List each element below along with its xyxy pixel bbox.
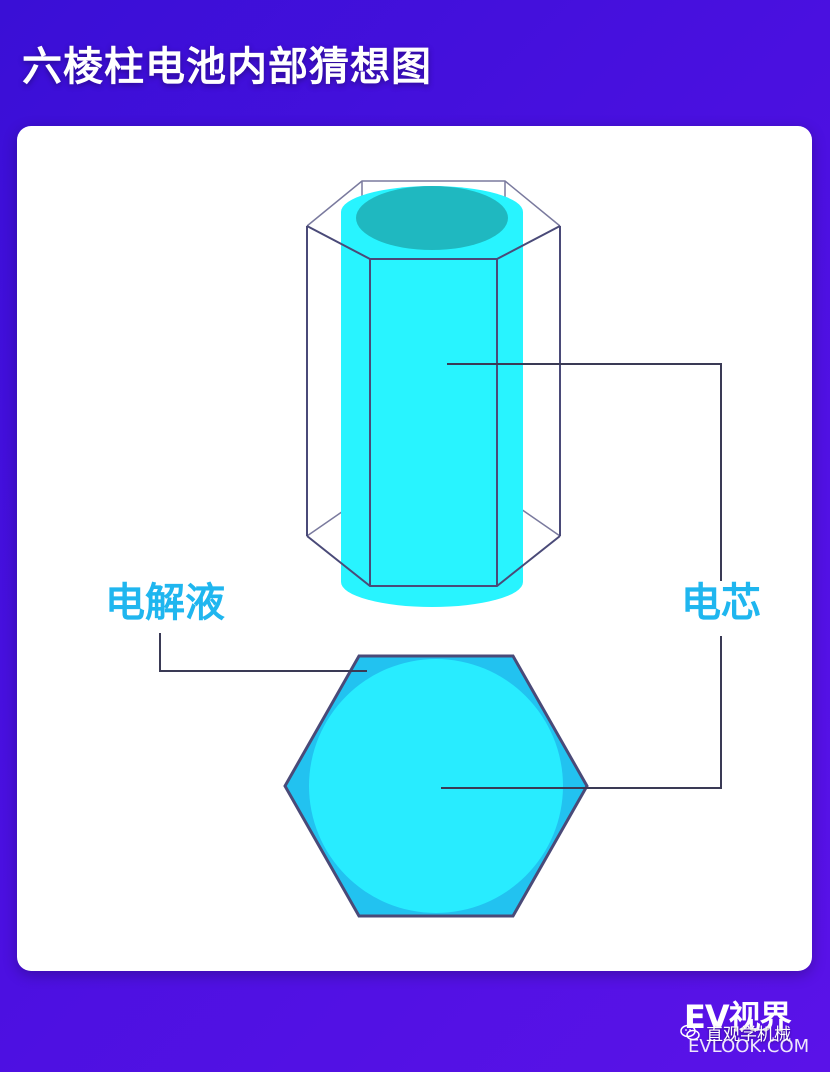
core-circle <box>309 659 563 913</box>
electrolyte-leader <box>159 633 367 672</box>
leader-lines <box>159 363 722 789</box>
battery-diagram <box>159 180 722 918</box>
battery-core-cylinder <box>341 186 523 607</box>
hex-prism-front <box>306 225 561 587</box>
brand-watermark: EV视界 <box>684 998 792 1036</box>
site-watermark: EVLOOK.COM <box>688 1036 810 1057</box>
diagram-card: 电解液 电芯 <box>17 126 812 971</box>
account-name: 直观学机械 <box>706 1025 791 1045</box>
core-leader-top <box>447 363 722 581</box>
electrolyte-label: 电解液 <box>105 580 225 626</box>
page-title: 六棱柱电池内部猜想图 <box>22 44 432 90</box>
core-leader-bottom <box>441 636 722 789</box>
core-label: 电芯 <box>681 580 761 626</box>
hex-cross-section <box>283 654 589 918</box>
cylinder-top-face <box>356 186 508 250</box>
account-watermark: 直观学机械 <box>680 1020 791 1045</box>
wechat-icon <box>680 1024 700 1040</box>
